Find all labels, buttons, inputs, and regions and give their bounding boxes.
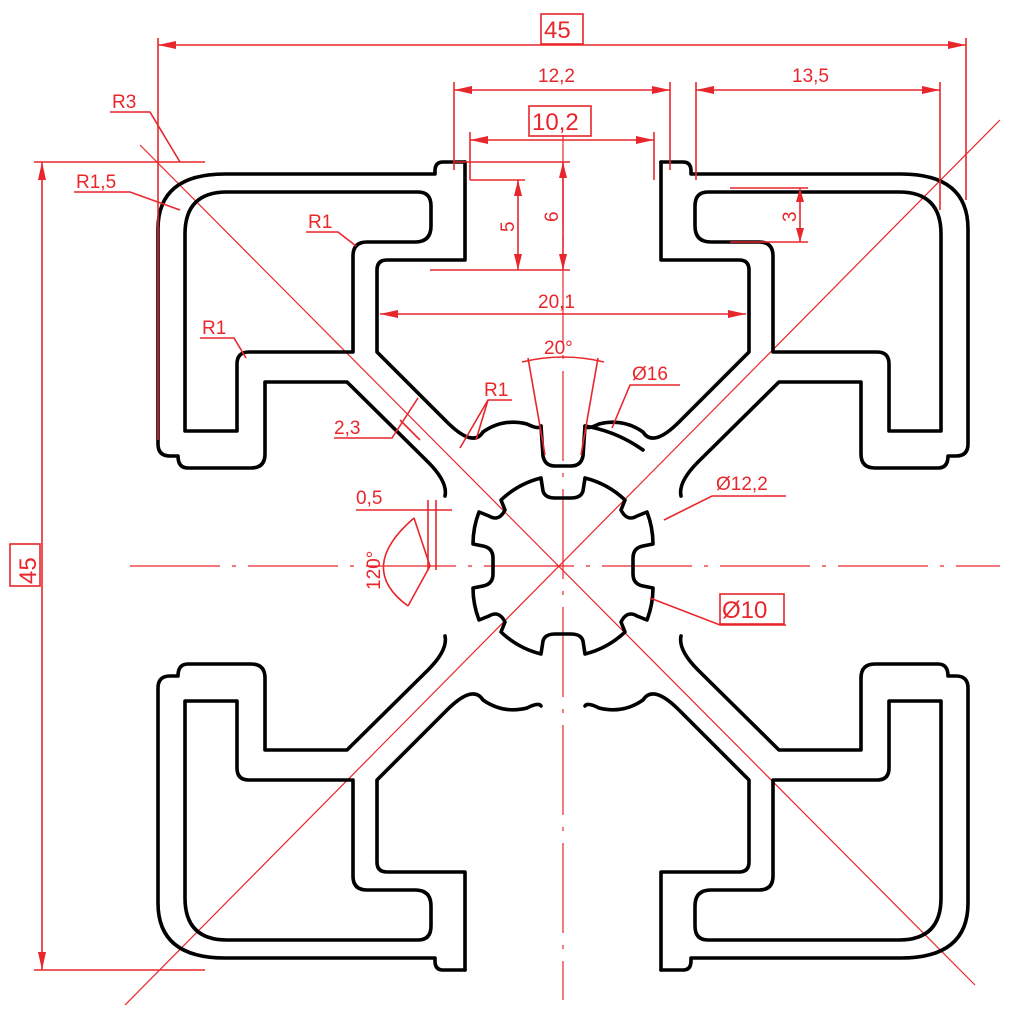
- profile-quadrant: [156, 160, 543, 498]
- dimension-lines: [34, 38, 967, 971]
- box-diameter-10: [719, 593, 785, 625]
- label-diameter-16: Ø16: [632, 364, 668, 385]
- label-radius-small-b: R1: [202, 318, 226, 339]
- label-slot-inner-width: 20,1: [538, 292, 575, 313]
- label-depth-3: 3: [780, 211, 801, 222]
- label-depth-6: 6: [542, 211, 563, 222]
- label-radius-small-a: R1: [308, 212, 332, 233]
- box-overall-height: [9, 543, 41, 587]
- label-radius-corner: R3: [112, 92, 136, 113]
- label-overall-width: 45: [544, 17, 571, 44]
- label-angle-core: 20°: [544, 338, 573, 359]
- label-radius-core: R1: [484, 380, 508, 401]
- label-radius-inner-corner: R1,5: [76, 172, 116, 193]
- box-slot-opening: [528, 105, 592, 137]
- box-overall-width: [540, 13, 584, 45]
- core-bore: [471, 476, 655, 656]
- label-diameter-12-2: Ø12,2: [716, 474, 768, 495]
- center-lines: [124, 119, 1001, 1006]
- label-depth-5: 5: [498, 221, 519, 232]
- label-slot-top-outer: 12,2: [538, 66, 575, 87]
- dimension-labels: 45 45 12,2 10,2 13,5 R3 R1,5 R1 R1 R1 5 …: [9, 13, 829, 625]
- label-flange-right: 13,5: [792, 66, 829, 87]
- label-angle-120: 120°: [364, 551, 385, 590]
- label-overall-height: 45: [15, 557, 42, 584]
- label-wall-thickness: 2,3: [334, 418, 360, 439]
- profile-outline: [156, 160, 970, 972]
- label-gap: 0,5: [356, 488, 382, 509]
- label-slot-opening: 10,2: [532, 109, 579, 136]
- label-diameter-10: Ø10: [722, 597, 767, 624]
